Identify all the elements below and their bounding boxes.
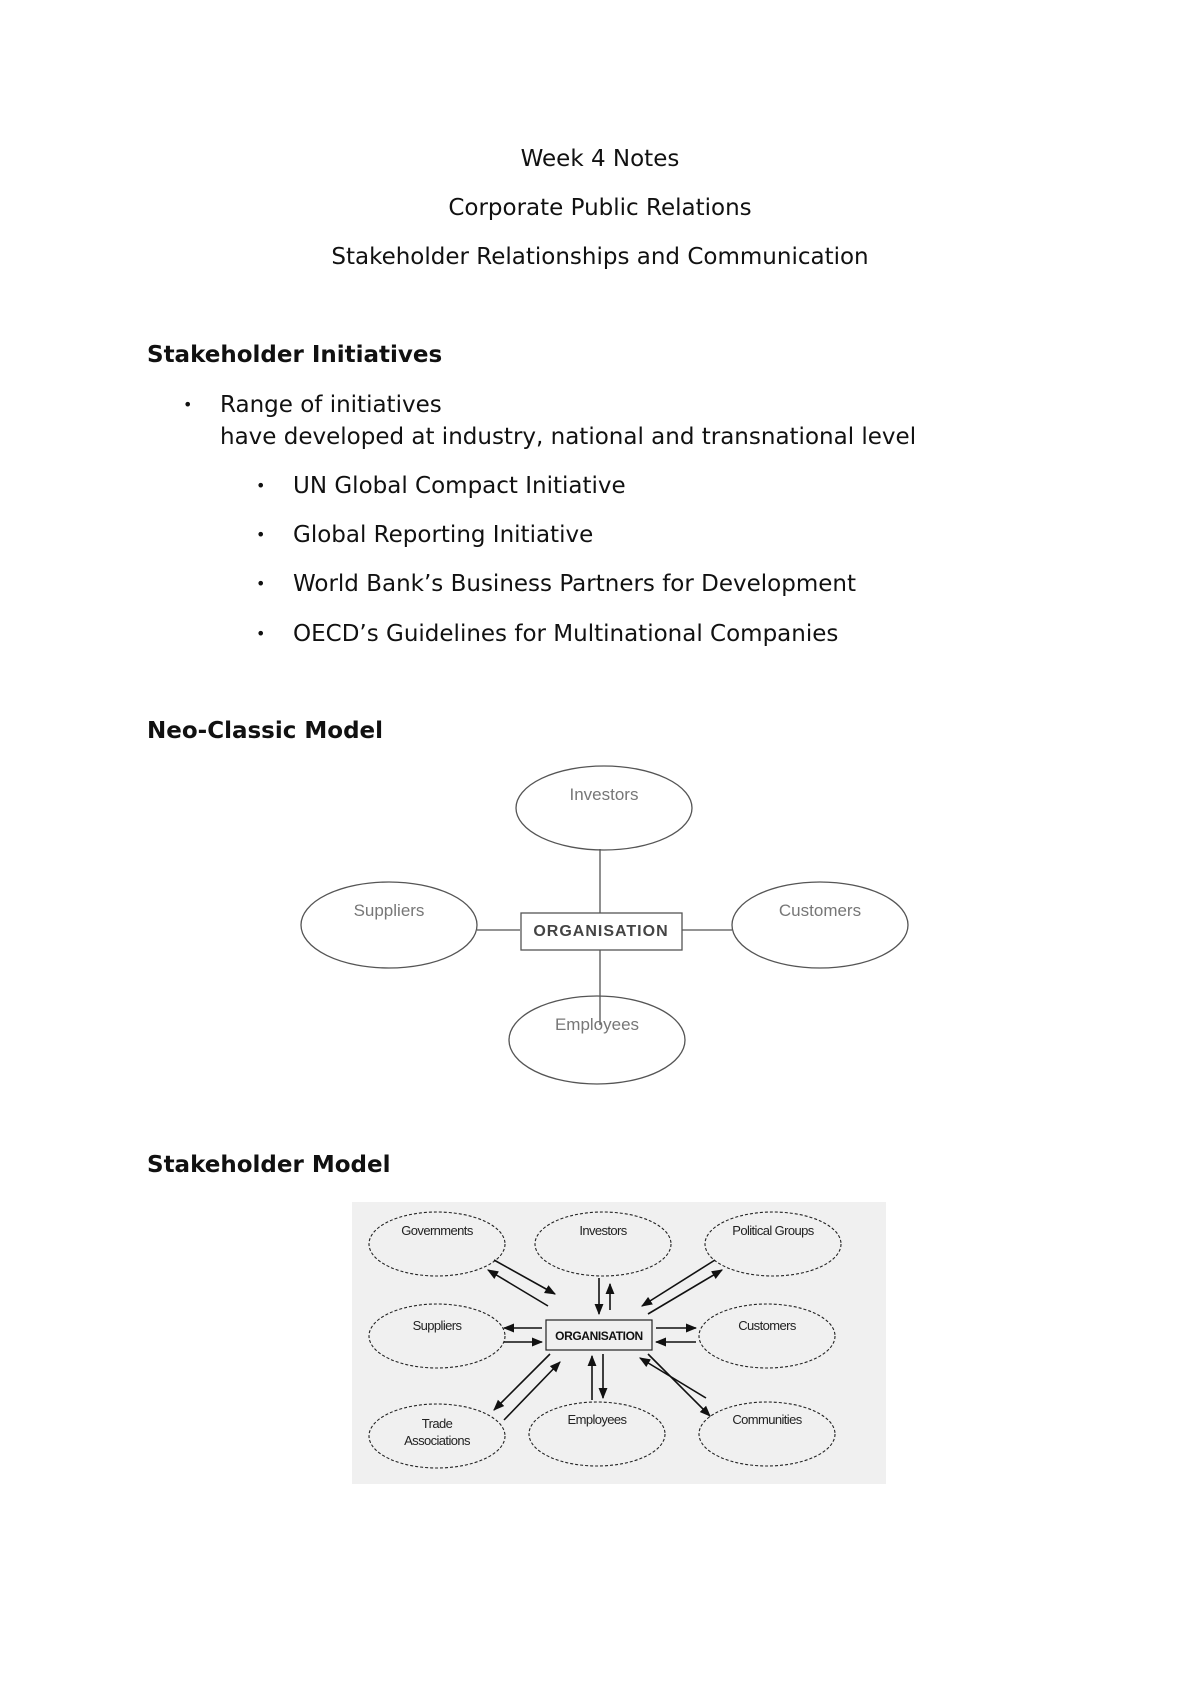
node-organisation [520,912,683,951]
node-suppliers [368,1303,506,1369]
bullet-text-line2: have developed at industry, national and… [220,424,917,450]
node-investors [534,1211,672,1277]
arrow-from-governments [493,1259,556,1295]
label-communities: Communities [732,1412,802,1427]
document-title: Week 4 Notes [520,146,680,172]
bullet-icon: • [256,574,266,593]
arrow-from-political [641,1259,716,1307]
node-employees [528,1401,666,1467]
label-customers: Customers [779,901,861,920]
heading-stakeholder-model: Stakeholder Model [147,1152,391,1178]
node-customers [698,1303,836,1369]
label-employees: Employees [555,1015,639,1034]
arrow-from-trade [503,1361,561,1421]
bullet-text-line1: Range of initiatives [220,392,442,418]
arrow-to-trade [493,1353,551,1411]
arrow-to-governments [487,1269,549,1307]
bullet-icon: • [183,395,193,414]
sub-bullet-text: UN Global Compact Initiative [293,473,626,499]
label-governments: Governments [401,1223,474,1238]
label-investors: Investors [579,1223,627,1238]
stakeholder-diagram: Governments Investors Political Groups S… [352,1202,886,1484]
label-investors: Investors [570,785,639,804]
heading-neo-classic-model: Neo-Classic Model [147,718,384,744]
node-trade-associations [368,1403,506,1469]
node-customers [731,881,909,969]
bullet-icon: • [256,525,266,544]
node-investors [515,765,693,851]
bullet-icon: • [256,476,266,495]
sub-bullet-text: Global Reporting Initiative [293,522,594,548]
sub-bullet-text: World Bank’s Business Partners for Devel… [293,571,856,597]
label-customers: Customers [738,1318,797,1333]
arrow-to-political [647,1269,723,1315]
label-trade: Trade [422,1416,453,1431]
sub-bullet-text: OECD’s Guidelines for Multinational Comp… [293,621,839,647]
label-organisation: ORGANISATION [533,923,668,940]
node-suppliers [300,881,478,969]
heading-stakeholder-initiatives: Stakeholder Initiatives [147,342,443,368]
label-suppliers: Suppliers [354,901,425,920]
node-communities [698,1401,836,1467]
bullet-icon: • [256,624,266,643]
node-governments [368,1211,506,1277]
topic-title: Stakeholder Relationships and Communicat… [331,244,869,270]
node-employees [508,995,686,1085]
node-political-groups [704,1211,842,1277]
arrow-from-communities [639,1357,707,1399]
label-suppliers: Suppliers [413,1318,463,1333]
arrow-to-communities [647,1353,711,1417]
label-employees: Employees [568,1412,628,1427]
node-organisation [545,1319,653,1351]
label-associations: Associations [404,1433,471,1448]
label-political-groups: Political Groups [732,1223,815,1238]
course-title: Corporate Public Relations [448,195,752,221]
label-organisation: ORGANISATION [555,1329,643,1343]
